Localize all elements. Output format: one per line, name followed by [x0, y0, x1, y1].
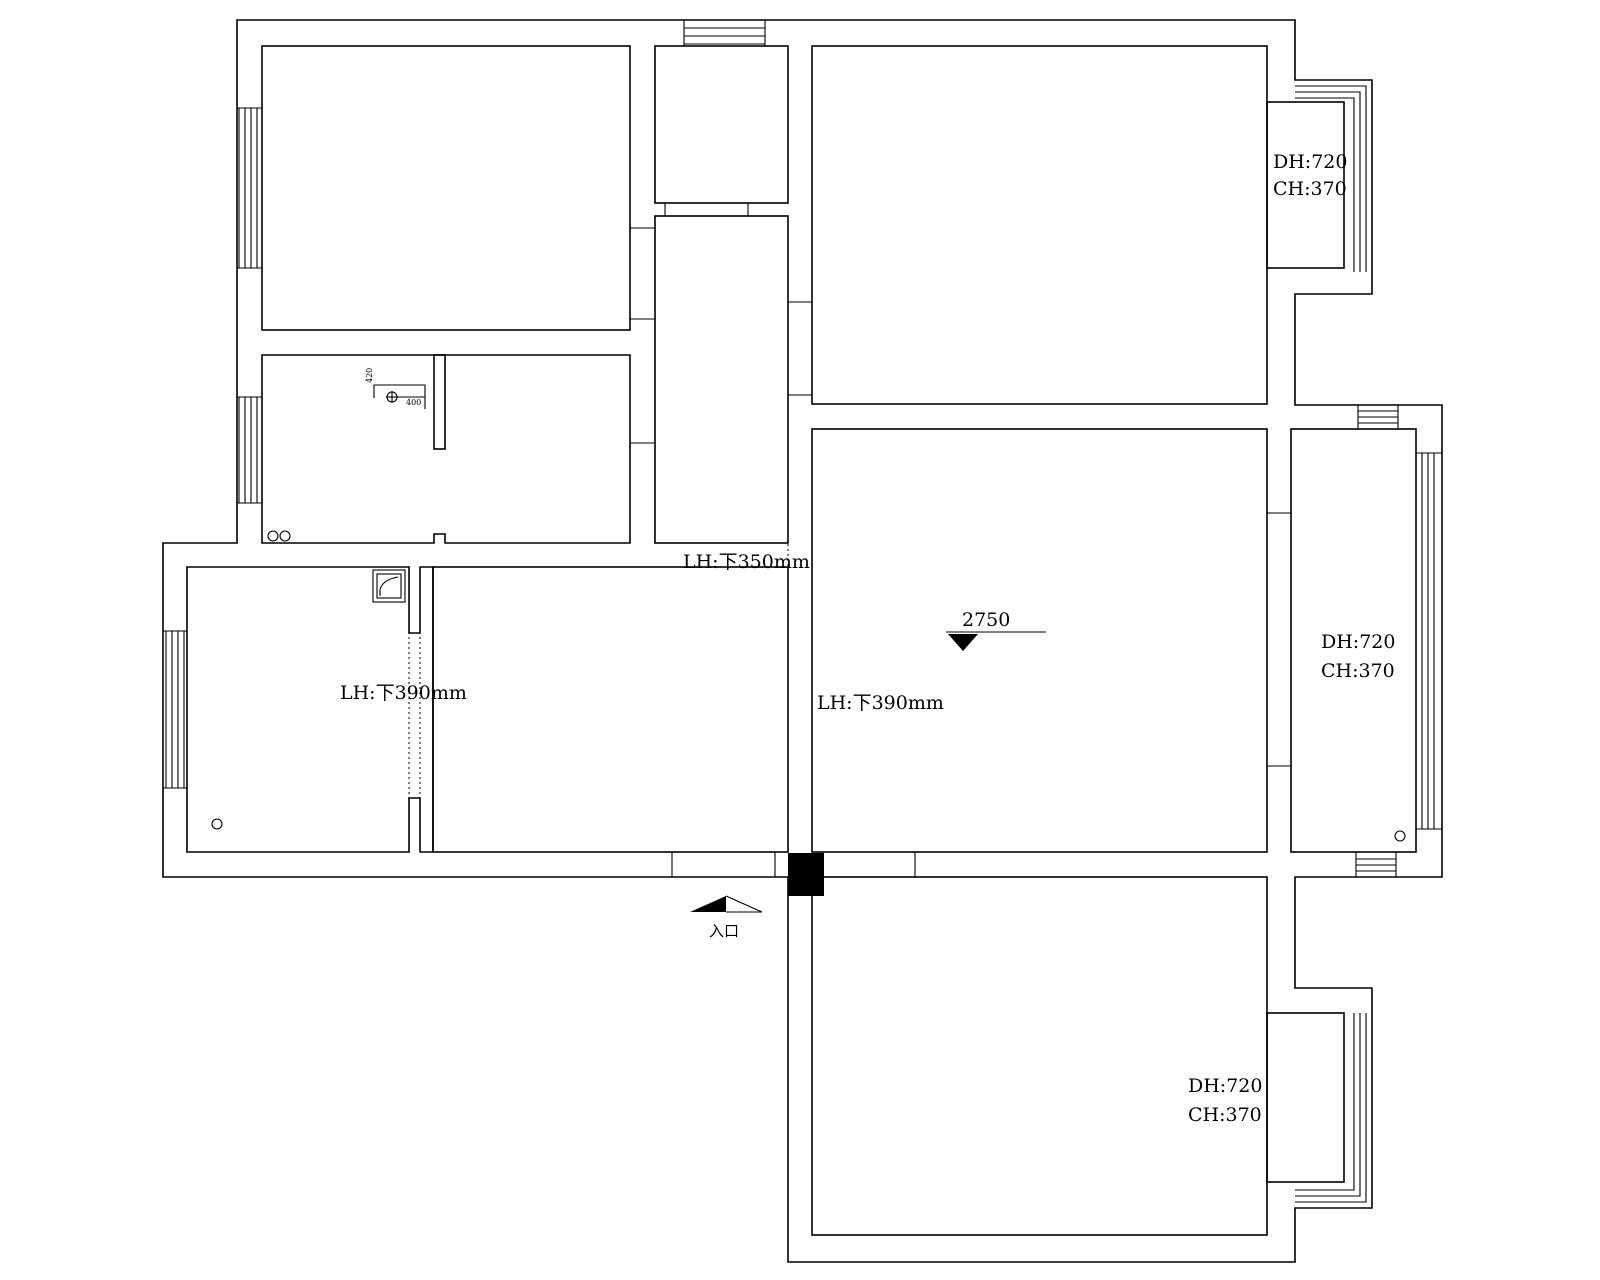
bedroom-se-dh-label: DH:720: [1188, 1075, 1262, 1097]
window-ne-bay: [1295, 85, 1367, 272]
window-north-closet: [683, 19, 766, 46]
ceiling-height-label: 2750: [962, 609, 1010, 631]
bath-dim-b: 400: [406, 398, 421, 407]
corridor-lh-label: LH:下350mm: [683, 551, 810, 573]
bedroom-ne-dh-label: DH:720: [1273, 151, 1347, 173]
balcony-east: [1290, 428, 1417, 853]
bath-fixture-symbol: [373, 384, 426, 409]
window-balcony-south: [1355, 852, 1397, 877]
entrance-arrow: [690, 895, 763, 913]
kitchen: [186, 566, 434, 853]
dining-room: [432, 566, 789, 853]
balcony-ch-label: CH:370: [1321, 660, 1395, 682]
living-lh-label: LH:下390mm: [817, 692, 944, 714]
floor-drain-bathroom: [267, 530, 291, 542]
window-balcony-east: [1416, 452, 1442, 830]
kitchen-lh-label: LH:下390mm: [340, 682, 467, 704]
floor-drain-kitchen: [211, 818, 223, 830]
bathroom-partition: [433, 354, 446, 450]
bedroom-se-bay: [1266, 1012, 1345, 1183]
bedroom-nw: [261, 45, 631, 331]
ceiling-dashed-lines: [408, 429, 813, 852]
flue-fixture: [372, 569, 406, 603]
bathroom: [261, 354, 631, 544]
living-room: [811, 428, 1268, 853]
floor-drain-balcony: [1394, 830, 1406, 842]
bath-dim-a: 420: [365, 368, 374, 383]
exterior-outline-north: [162, 19, 1443, 1263]
structural-column: [788, 853, 824, 896]
window-west-bedroom: [237, 107, 262, 269]
window-west-kitchen: [163, 630, 187, 789]
bedroom-se: [811, 876, 1268, 1236]
window-west-bathroom: [237, 396, 262, 504]
corridor: [654, 215, 789, 544]
elevation-marker: [946, 631, 1046, 651]
balcony-dh-label: DH:720: [1321, 631, 1395, 653]
window-balcony-north: [1357, 405, 1399, 429]
bedroom-se-ch-label: CH:370: [1188, 1104, 1262, 1126]
entrance-label: 入口: [709, 922, 739, 940]
bedroom-ne: [811, 45, 1268, 405]
window-se-bay: [1295, 1013, 1367, 1203]
closet: [654, 45, 789, 204]
bedroom-ne-bay: [1266, 101, 1345, 269]
bedroom-ne-ch-label: CH:370: [1273, 178, 1347, 200]
door-openings: [630, 203, 1291, 877]
